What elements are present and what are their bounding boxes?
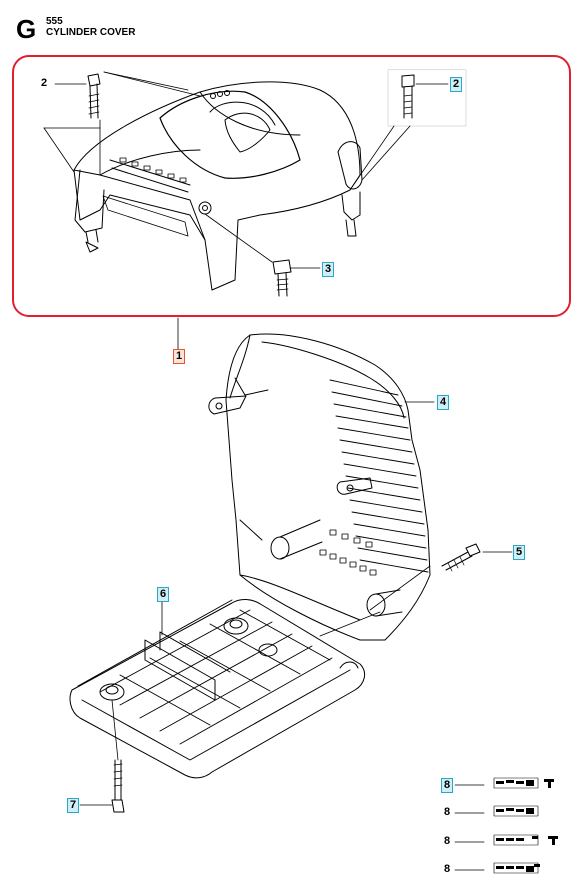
decal-label-3 xyxy=(493,834,558,846)
decal-label-4 xyxy=(493,862,540,874)
screw-2-right xyxy=(401,74,415,119)
callout-8-decal-4: 8 xyxy=(444,863,451,875)
decal-label-2 xyxy=(493,805,539,817)
leader-lines-top xyxy=(43,69,467,353)
callout-6: 6 xyxy=(157,587,170,602)
assembly-frame xyxy=(12,55,571,317)
callout-8-decal-3: 8 xyxy=(444,835,451,847)
top-cylinder-cover xyxy=(73,81,363,291)
callout-2-left: 2 xyxy=(41,77,48,89)
callout-8-decal-2: 8 xyxy=(444,806,451,818)
cylinder-cover-housing xyxy=(208,333,431,641)
callout-2-right: 2 xyxy=(450,77,463,92)
screw-7 xyxy=(111,759,125,813)
section-title: CYLINDER COVER xyxy=(46,27,136,38)
section-letter: G xyxy=(16,14,37,44)
decal-label-1 xyxy=(493,777,554,789)
callout-8-decal-1: 8 xyxy=(441,778,454,793)
callout-3: 3 xyxy=(322,262,335,277)
callout-5: 5 xyxy=(513,545,526,560)
decal-labels xyxy=(493,777,558,874)
callout-4: 4 xyxy=(437,395,450,410)
base-plate xyxy=(69,599,366,779)
callout-1: 1 xyxy=(173,349,186,364)
screw-3 xyxy=(272,259,292,297)
screw-5 xyxy=(441,543,481,572)
leader-lines-lower xyxy=(79,401,513,871)
screw-2-left xyxy=(87,73,101,119)
callout-7: 7 xyxy=(67,798,80,813)
model-number: 555 xyxy=(46,16,63,27)
